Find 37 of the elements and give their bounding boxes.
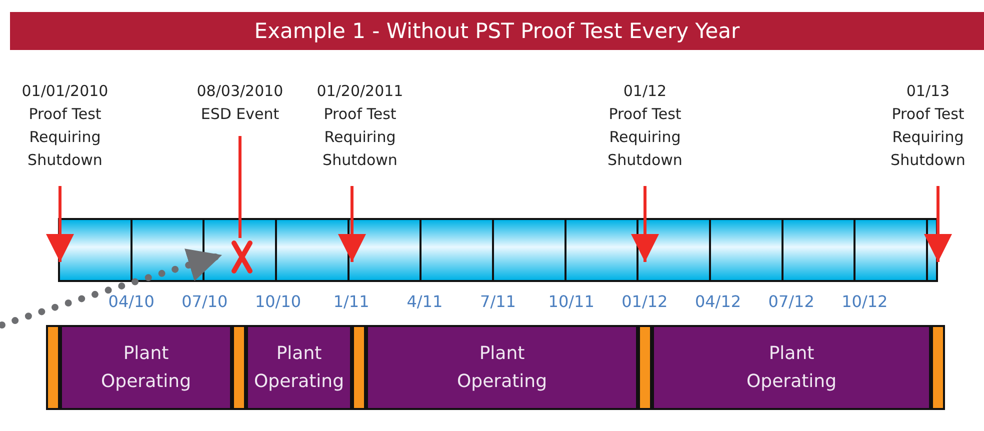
event-label: Proof Test Requiring Shutdown: [606, 104, 684, 171]
operating-period: Plant Operating: [246, 325, 352, 410]
date-tick: 10/11: [547, 292, 596, 311]
date-tick: 07/10: [180, 292, 229, 311]
timeline-bar: [58, 218, 938, 282]
date-tick: 04/10: [107, 292, 156, 311]
arrow: [631, 186, 659, 262]
date-label: 01/12: [622, 81, 668, 102]
date-label: 01/01/2010: [20, 81, 110, 102]
event-label: ESD Event: [200, 104, 280, 125]
operating-period: Plant Operating: [60, 325, 232, 410]
date-tick: 01/12: [620, 292, 669, 311]
event-label: Proof Test Requiring Shutdown: [890, 104, 966, 171]
event-label: Proof Test Requiring Shutdown: [26, 104, 104, 171]
date-tick: 07/12: [767, 292, 816, 311]
shutdown-bar: [638, 325, 652, 410]
shutdown-bar: [352, 325, 366, 410]
date-label: 01/20/2011: [316, 81, 404, 102]
cross-icon: [230, 240, 254, 274]
operating-period: Plant Operating: [652, 325, 931, 410]
arrow: [46, 186, 74, 262]
date-tick: 1/11: [332, 292, 370, 311]
arrow: [924, 186, 952, 262]
date-tick: 10/12: [840, 292, 889, 311]
event-label: Proof Test Requiring Shutdown: [322, 104, 398, 171]
date-label: 01/13: [905, 81, 951, 102]
date-tick: 10/10: [254, 292, 302, 311]
shutdown-bar: [232, 325, 246, 410]
title-banner: Example 1 - Without PST Proof Test Every Year: [10, 12, 984, 50]
date-tick: 7/11: [479, 292, 517, 311]
shutdown-bar: [46, 325, 60, 410]
arrow: [338, 186, 366, 262]
date-tick: 04/12: [694, 292, 742, 311]
date-tick: 4/11: [406, 292, 444, 311]
operating-period: Plant Operating: [366, 325, 638, 410]
date-label: 08/03/2010: [196, 81, 284, 102]
shutdown-bar: [931, 325, 945, 410]
